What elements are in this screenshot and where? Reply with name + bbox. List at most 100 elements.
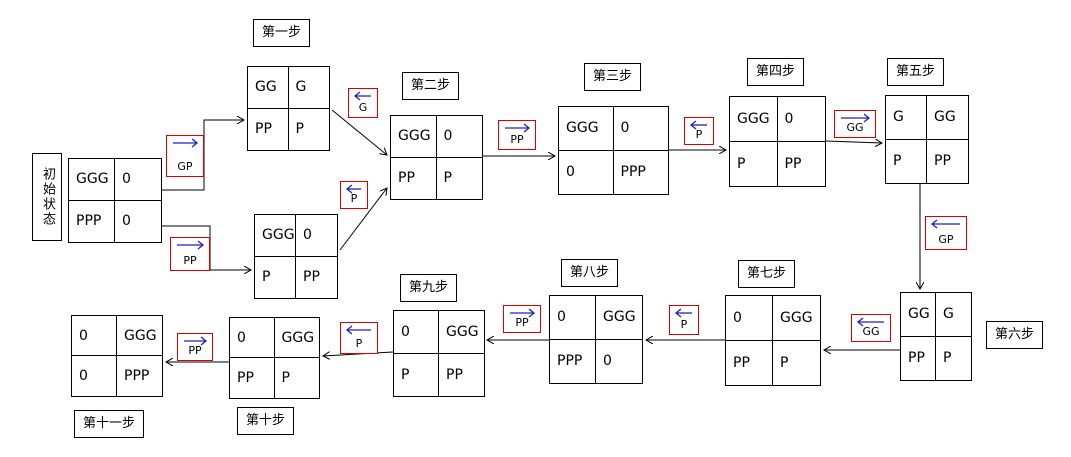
move-label: PP [183, 254, 197, 267]
cell-top-left: GGG [391, 116, 437, 158]
cell-top-left: GGG [69, 159, 115, 201]
cell-bottom-right: PPP [124, 368, 150, 384]
cell-top-left: GG [901, 293, 936, 337]
cell-top-right: 0 [777, 97, 825, 142]
cell-bottom-right: PP [446, 366, 463, 383]
cell-top-left: GG [248, 67, 289, 109]
arrow-left-icon [345, 325, 371, 335]
state-step-6: GG G PP P [900, 292, 972, 381]
move-label: GG [862, 325, 880, 338]
arrow-right-icon [173, 138, 199, 148]
move-gg-left: GG [851, 314, 891, 342]
move-label: G [358, 101, 368, 114]
state-step-11: 0 GGG 0 PPP [71, 315, 163, 397]
cell-top-right: 0 [115, 159, 161, 201]
label-step-3: 第三步 [584, 63, 642, 91]
move-label: P [355, 337, 363, 350]
cell-top-left: 0 [230, 318, 275, 358]
cell-bottom-left: 0 [72, 356, 117, 396]
label-step-1: 第一步 [253, 19, 311, 47]
cell-top-left: 0 [72, 316, 117, 356]
cell-top-right: G [288, 67, 329, 109]
cell-bottom-right: P [281, 370, 290, 386]
move-pp-right-4: PP [177, 333, 213, 361]
move-label: GP [177, 160, 193, 173]
cell-bottom-right: PP [934, 153, 951, 170]
cell-top-right: GGG [117, 316, 162, 356]
cell-bottom-right: P [943, 350, 952, 367]
arrow-left-icon [930, 219, 960, 229]
connector-step9-to-step10 [323, 351, 394, 356]
state-step-5: G GG P PP [885, 95, 969, 184]
move-pp-right: PP [170, 237, 210, 271]
cell-bottom-left: P [886, 139, 927, 183]
cell-top-right: 0 [296, 215, 337, 257]
state-step-7: 0 GGG PP P [725, 295, 821, 386]
cell-bottom-left: 0 [559, 150, 614, 194]
cell-top-left: GGG [559, 107, 614, 151]
move-label: P [695, 128, 703, 141]
cell-top-right: GGG [596, 296, 642, 340]
cell-bottom-left: PP [248, 108, 289, 150]
label-step-7: 第七步 [738, 260, 796, 288]
state-step-4: GGG 0 P PP [729, 96, 826, 187]
cell-bottom-left: PP [901, 336, 936, 380]
connector-initial-to-step1-alt [162, 225, 251, 270]
move-gg-right: GG [834, 110, 876, 138]
cell-top-right: 0 [613, 107, 668, 151]
cell-bottom-left: PP [391, 157, 437, 199]
cell-bottom-right: PPP [620, 164, 646, 181]
cell-bottom-left: PP [230, 358, 275, 398]
arrow-left-icon [674, 308, 692, 318]
cell-bottom-left: P [730, 141, 778, 186]
cell-top-left: 0 [550, 296, 596, 340]
label-step-8: 第八步 [561, 259, 619, 287]
move-label: P [680, 318, 688, 331]
cell-top-right: GGG [439, 311, 484, 354]
cell-bottom-right: P [443, 170, 452, 187]
label-step-10: 第十步 [237, 407, 295, 435]
connector-step1-alt-to-step2 [339, 188, 387, 251]
state-step-1-alt: GGG 0 P PP [254, 214, 338, 299]
state-step-10: 0 GGG PP P [229, 317, 320, 399]
move-pp-right-3: PP [503, 305, 541, 333]
move-p-left-2: P [684, 117, 714, 145]
move-p-left: P [340, 181, 368, 209]
cell-bottom-left: PPP [550, 339, 596, 383]
cell-top-right: G [936, 293, 971, 337]
connector-step4-to-step5 [825, 141, 882, 143]
arrow-right-icon [841, 113, 871, 123]
cell-top-right: GGG [773, 296, 820, 341]
connector-step1-to-step2 [331, 109, 387, 155]
arrow-right-icon [505, 123, 531, 133]
move-label: GP [938, 233, 954, 246]
cell-top-right: GG [927, 96, 968, 140]
cell-top-right: 0 [436, 116, 482, 158]
move-label: PP [515, 316, 529, 329]
cell-top-left: 0 [726, 296, 773, 341]
state-step-9: 0 GGG P PP [393, 310, 485, 397]
cell-bottom-right: 0 [603, 353, 612, 370]
cell-top-left: GGG [255, 215, 296, 257]
arrow-left-icon [856, 317, 884, 327]
cell-bottom-left: P [394, 353, 439, 396]
cell-bottom-left: PP [726, 340, 773, 385]
label-step-2: 第二步 [402, 72, 460, 100]
label-step-11: 第十一步 [74, 410, 145, 438]
move-pp-right-2: PP [498, 120, 536, 150]
state-step-1: GG G PP P [247, 66, 330, 151]
arrow-right-icon [184, 336, 208, 346]
move-g-left: G [348, 88, 378, 118]
label-step-6: 第六步 [986, 321, 1044, 349]
move-label: PP [188, 344, 202, 357]
state-step-2: GGG 0 PP P [390, 115, 483, 200]
move-label: PP [510, 133, 524, 146]
move-gp-right: GP [166, 135, 204, 177]
label-initial-state: 初始状态 [32, 153, 62, 241]
cell-bottom-left: PPP [69, 200, 115, 242]
cell-bottom-right: PP [784, 155, 802, 172]
cell-bottom-right: 0 [122, 213, 131, 230]
cell-bottom-right: PP [303, 269, 320, 286]
